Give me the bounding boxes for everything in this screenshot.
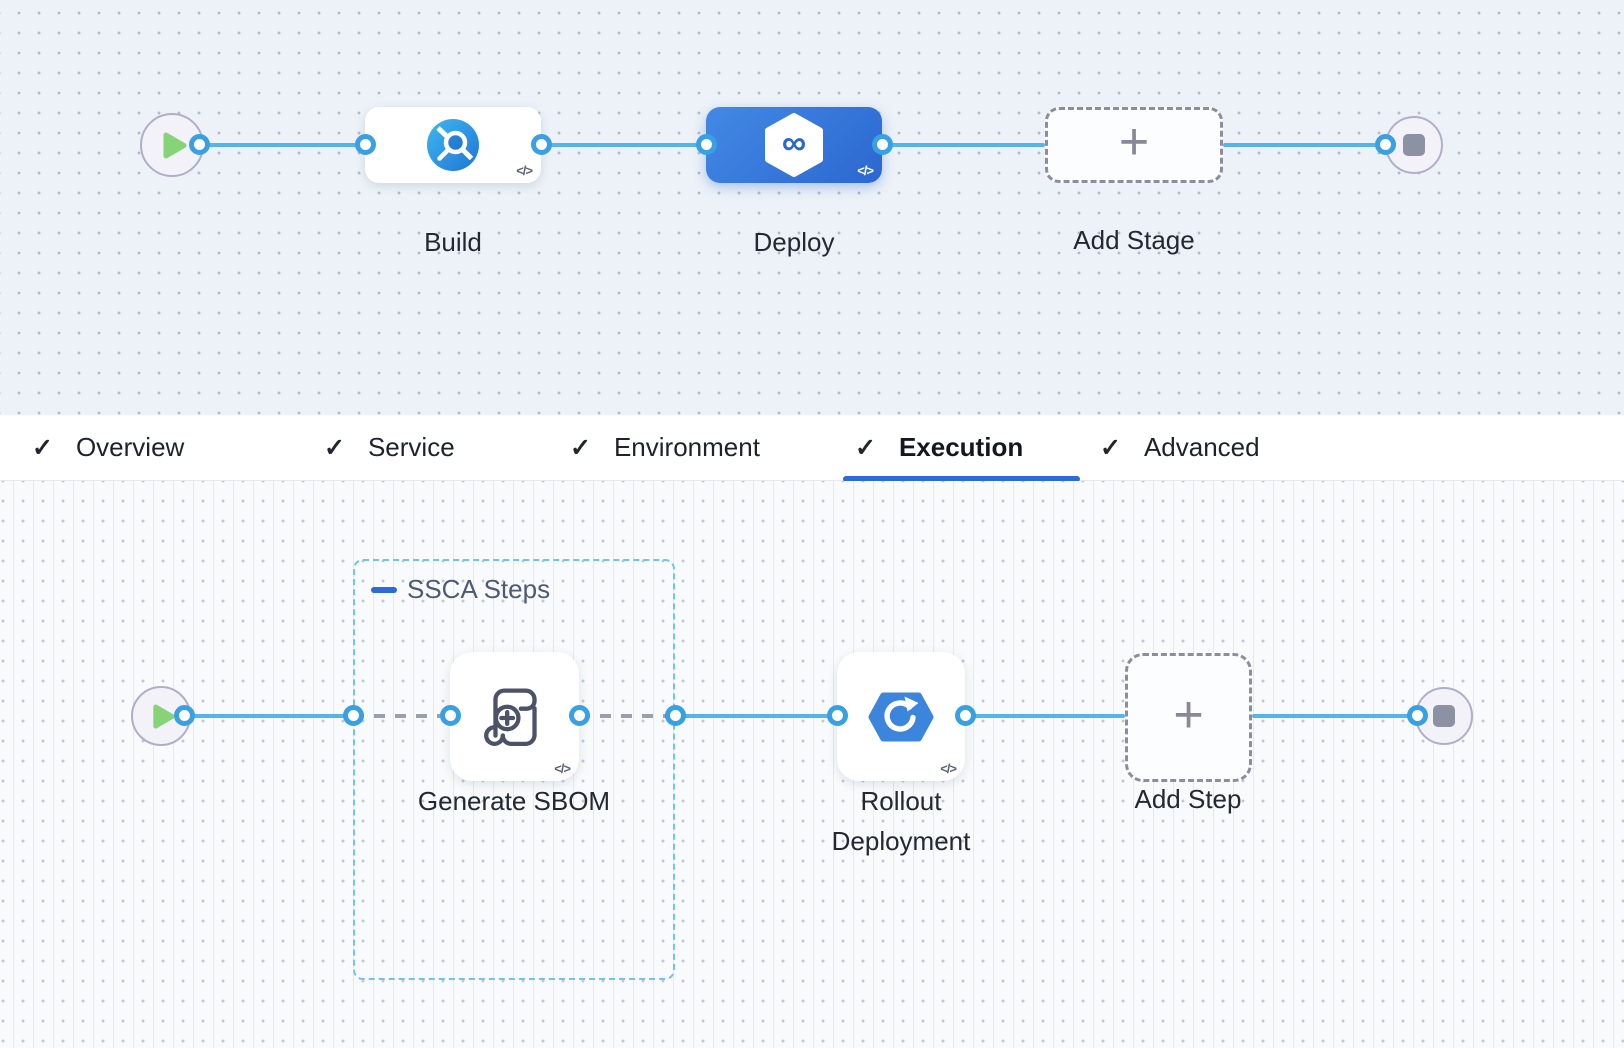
ci-build-icon — [427, 119, 479, 171]
tab-service[interactable]: ✓ Service — [324, 432, 455, 462]
code-toggle[interactable]: </> — [940, 761, 957, 776]
plus-icon: + — [1118, 113, 1150, 171]
stage-edge — [882, 143, 1045, 147]
group-title: SSCA Steps — [407, 574, 551, 604]
stage-card-build[interactable]: </> — [365, 107, 541, 183]
tab-environment[interactable]: ✓ Environment — [570, 432, 760, 462]
edge-port[interactable] — [665, 705, 686, 726]
check-icon: ✓ — [324, 433, 345, 462]
add-step-button[interactable]: + — [1125, 653, 1252, 782]
pipeline-end-node[interactable] — [1385, 116, 1443, 174]
stage-label: Build — [424, 227, 482, 257]
step-edge — [1252, 714, 1417, 718]
check-icon: ✓ — [32, 433, 53, 462]
step-edge-dashed — [353, 714, 450, 718]
code-toggle[interactable]: </> — [554, 761, 571, 776]
add-stage-label: Add Stage — [1073, 225, 1195, 255]
stage-edge — [1223, 143, 1385, 147]
active-tab-underline — [843, 476, 1080, 482]
stage-tabbar: ✓ Overview ✓ Service ✓ Environment ✓ Exe… — [0, 415, 1624, 482]
step-edge — [675, 714, 837, 718]
code-toggle[interactable]: </> — [516, 163, 533, 178]
tab-overview[interactable]: ✓ Overview — [32, 432, 185, 462]
stage-canvas[interactable]: </> Build ∞ </> Deploy + Add Stage — [0, 0, 1624, 415]
step-edge-dashed — [579, 714, 675, 718]
stop-icon — [1403, 134, 1425, 156]
edge-port[interactable] — [1407, 705, 1428, 726]
add-step-label: Add Step — [1134, 784, 1242, 814]
stage-edge — [541, 143, 706, 147]
stage-label: Deploy — [753, 227, 835, 257]
sbom-scroll-icon — [483, 687, 537, 746]
ssca-steps-group[interactable] — [353, 559, 675, 980]
cd-deploy-icon: ∞ — [765, 113, 823, 177]
edge-port[interactable] — [174, 705, 195, 726]
edge-port[interactable] — [696, 134, 717, 155]
stage-card-deploy[interactable]: ∞ </> — [706, 107, 882, 183]
play-icon — [163, 132, 187, 158]
edge-port[interactable] — [343, 705, 364, 726]
step-edge — [965, 714, 1125, 718]
rollout-icon — [868, 692, 934, 741]
tab-execution[interactable]: ✓ Execution — [855, 432, 1024, 462]
tab-advanced[interactable]: ✓ Advanced — [1100, 432, 1260, 462]
step-card-rollout-deployment[interactable]: </> — [837, 652, 965, 781]
play-icon — [153, 703, 175, 729]
add-stage-button[interactable]: + — [1045, 107, 1223, 183]
code-toggle[interactable]: </> — [857, 163, 874, 178]
step-card-generate-sbom[interactable]: </> — [450, 652, 579, 781]
edge-port[interactable] — [531, 134, 552, 155]
step-edge — [184, 714, 353, 718]
check-icon: ✓ — [1100, 433, 1121, 462]
edge-port[interactable] — [569, 705, 590, 726]
check-icon: ✓ — [855, 433, 876, 462]
edge-port[interactable] — [827, 705, 848, 726]
edge-port[interactable] — [355, 134, 376, 155]
edge-port[interactable] — [872, 134, 893, 155]
stage-edge — [199, 143, 365, 147]
stop-icon — [1433, 705, 1455, 727]
check-icon: ✓ — [570, 433, 591, 462]
edge-port[interactable] — [189, 134, 210, 155]
execution-canvas[interactable]: SSCA Steps — [0, 481, 1624, 1048]
step-label: Generate SBOM — [417, 786, 611, 816]
collapse-group-icon[interactable] — [371, 587, 397, 593]
step-label: Rollout Deployment — [831, 786, 971, 856]
plus-icon: + — [1173, 685, 1204, 744]
edge-port[interactable] — [1375, 134, 1396, 155]
edge-port[interactable] — [955, 705, 976, 726]
edge-port[interactable] — [440, 705, 461, 726]
infinity-icon: ∞ — [782, 124, 806, 162]
